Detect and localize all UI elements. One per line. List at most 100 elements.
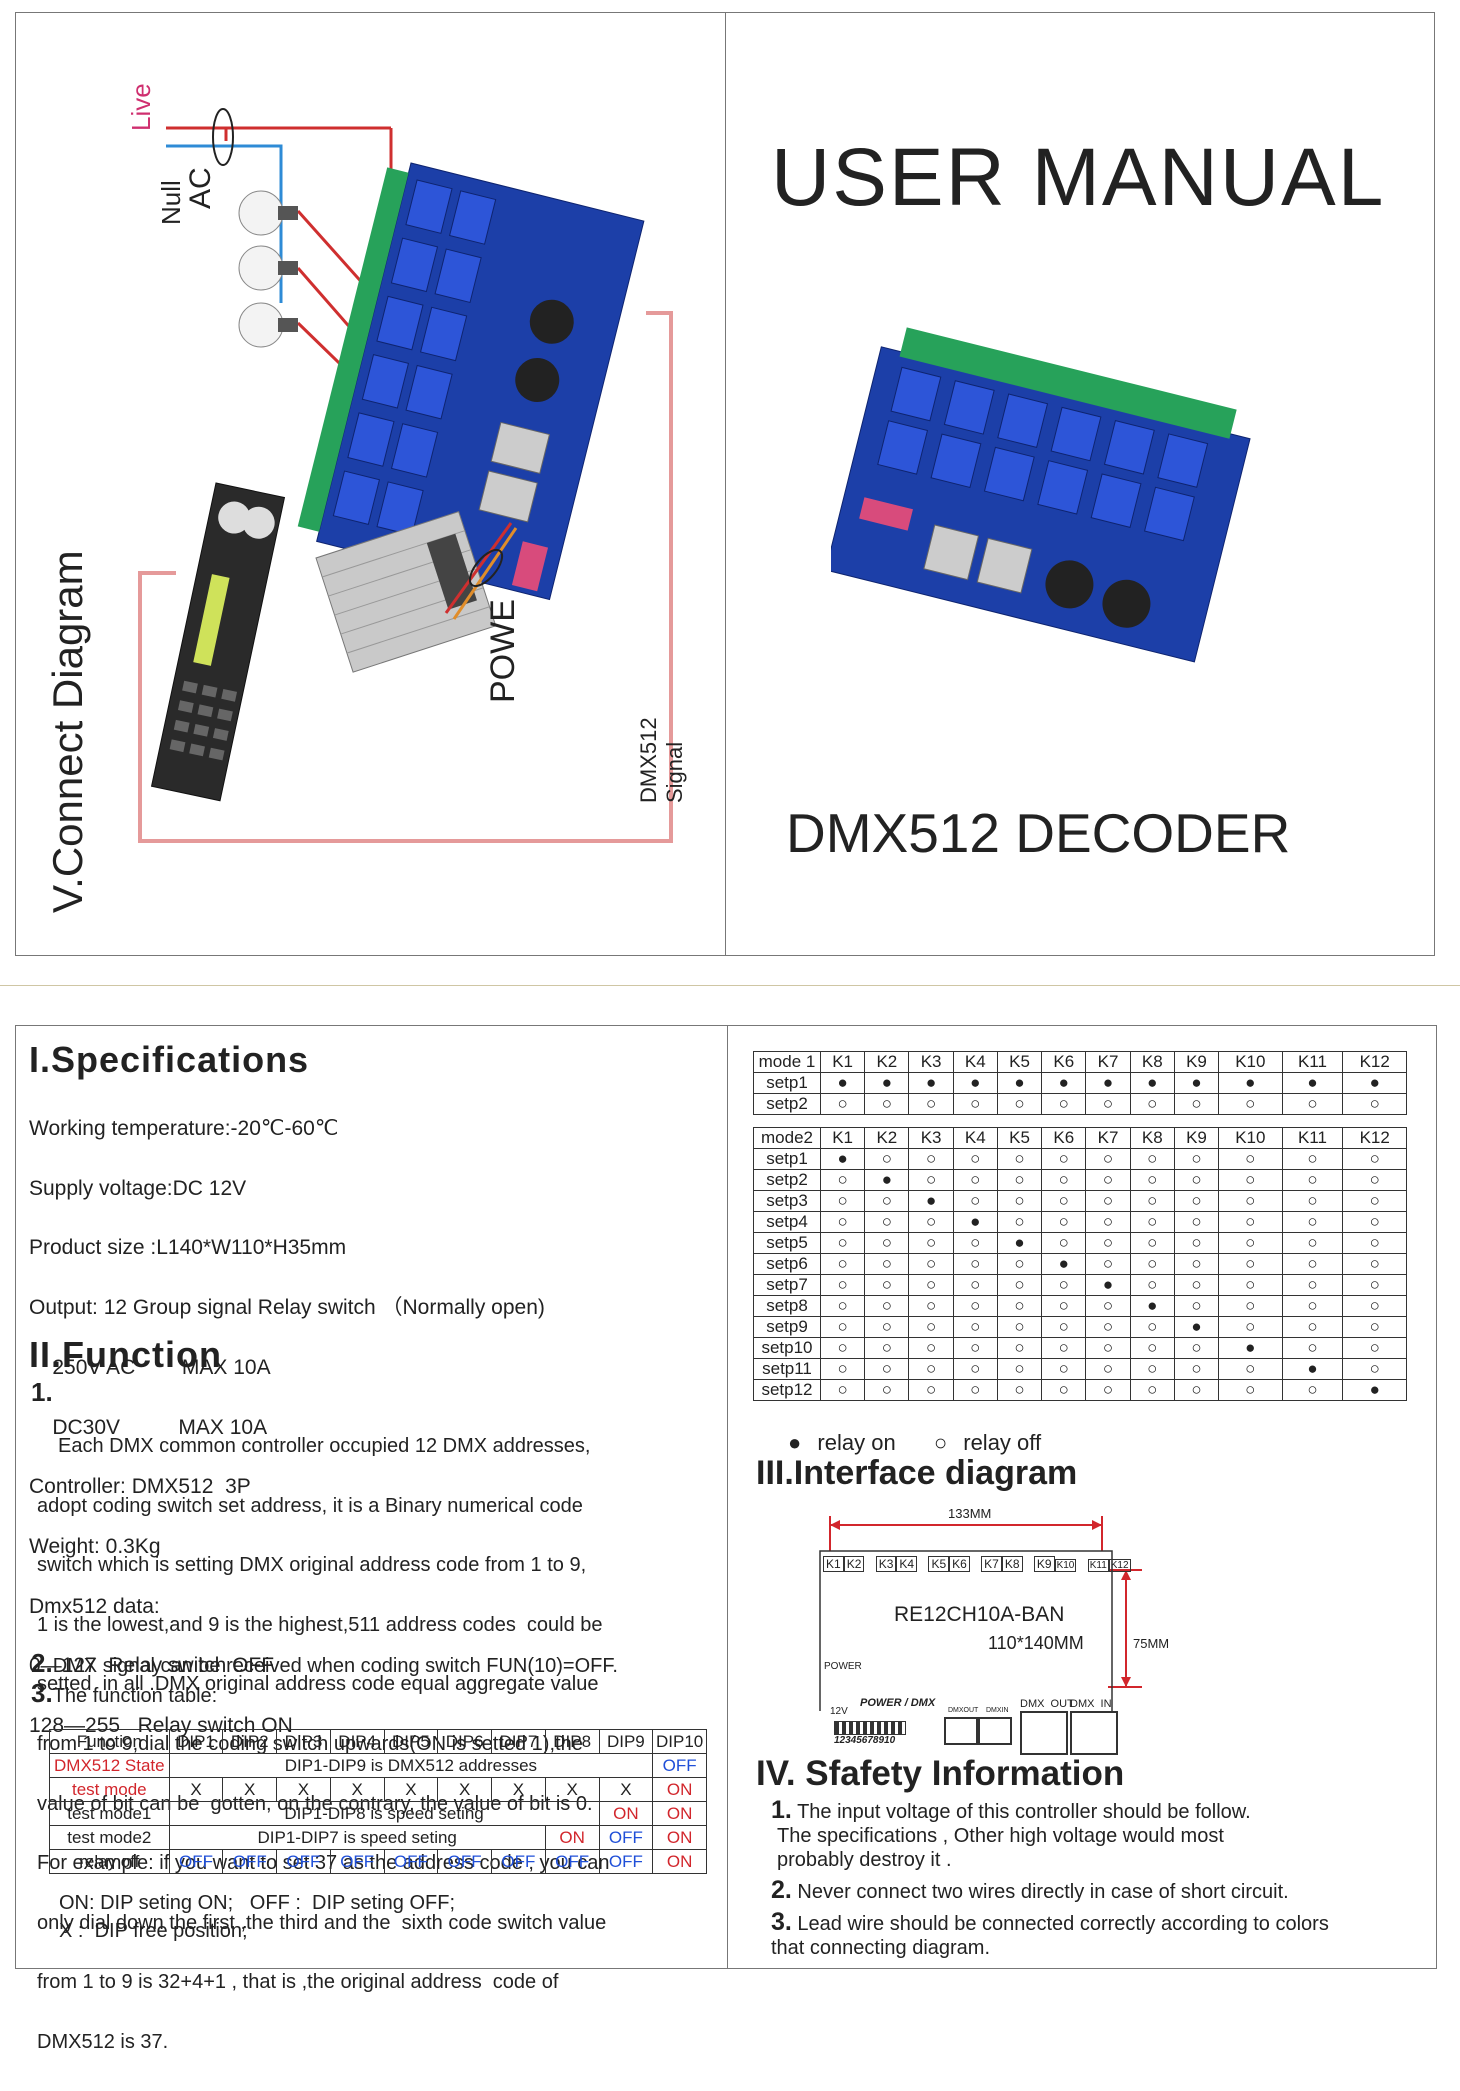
relay-state: ○ [952,1253,998,1275]
dip-cell: X [276,1777,331,1802]
table-header: K8 [1129,1127,1175,1149]
connect-diagram-heading: V.Connect Diagram [44,550,91,913]
power-supply-image [315,511,497,673]
safety-heading: IV. Sfafety Information [756,1754,1125,1793]
table-header: DIP6 [437,1729,493,1754]
relay-state: ● [1041,1253,1087,1275]
relay-state: ○ [996,1148,1043,1170]
relay-state: ○ [819,1190,866,1212]
relay-state: ○ [1041,1169,1087,1191]
table-header-row: mode 1 K1 K2 K3 K4 K5 K6 K7 K8 K9 K10 K1… [753,1051,1407,1073]
dip-cell: X [329,1777,385,1802]
safety-item: 2. Never connect two wires directly in c… [771,1878,1431,1904]
table-header: DIP10 [652,1729,707,1754]
relay-state: ○ [1173,1169,1220,1191]
relay-state: ○ [952,1337,998,1359]
relay-state: ● [908,1190,954,1212]
spec-line: 0—127 Relay switch OFF [29,1654,275,1678]
xlr-out-icon [1020,1711,1068,1755]
relay-state: ○ [864,1190,910,1212]
relay-state: ○ [1085,1253,1131,1275]
function-table-note: ON: DIP seting ON; OFF : DIP seting OFF; [59,1892,456,1914]
relay-state: ○ [1041,1295,1087,1317]
dip-numbers: 12345678910 [834,1735,896,1746]
relay-state: ○ [1173,1253,1220,1275]
relay-state: ○ [1085,1316,1131,1338]
relay-label: K10 [1054,1559,1077,1572]
relay-state: ○ [996,1169,1043,1191]
connect-diagram-panel: Live Null AC POWE DMX512 Signal V.Connec… [15,12,727,956]
table-header: K4 [952,1051,998,1073]
relay-state: ○ [864,1148,910,1170]
relay-state: ○ [1281,1295,1344,1317]
relay-state: ○ [908,1211,954,1233]
model-name: RE12CH10A-BAN [894,1603,1065,1626]
table-row: setp7○○○○○○●○○○○○ [753,1274,1407,1296]
table-header: DIP7 [491,1729,546,1754]
relay-state: ● [864,1169,910,1191]
table-row: setp8○○○○○○○●○○○○ [753,1295,1407,1317]
table-header: K4 [952,1127,998,1149]
relay-state: ○ [1342,1274,1407,1296]
relay-state: ○ [1129,1169,1175,1191]
relay-state: ○ [864,1274,910,1296]
relay-state: ○ [819,1093,866,1115]
table-header: K12 [1342,1127,1407,1149]
table-row: setp2○●○○○○○○○○○○ [753,1169,1407,1191]
dip-cell: OFF [437,1849,493,1874]
relay-state: ○ [819,1337,866,1359]
relay-state: ○ [952,1379,998,1401]
relay-state: ○ [1129,1232,1175,1254]
relay-state: ● [996,1072,1043,1094]
safety-text: Lead wire should be connected correctly … [797,1913,1329,1935]
relay-state: ● [952,1072,998,1094]
table-header: K2 [864,1051,910,1073]
relay-state: ○ [1281,1148,1344,1170]
function-line: Each DMX common controller occupied 12 D… [58,1435,591,1457]
table-header: DIP3 [276,1729,331,1754]
ac-label: AC [184,167,217,209]
relay-state: ○ [996,1253,1043,1275]
dmxin-small-label: DMXIN [986,1707,1009,1714]
relay-state: ○ [1218,1253,1283,1275]
relay-state: ○ [1085,1169,1131,1191]
item-number: 2. [31,1648,53,1678]
relay-state: ○ [908,1337,954,1359]
relay-state: ○ [864,1295,910,1317]
table-row: setp4○○○●○○○○○○○○ [753,1211,1407,1233]
relay-state: ○ [1129,1190,1175,1212]
board-size: 110*140MM [988,1633,1084,1653]
relay-state: ○ [1173,1337,1220,1359]
relay-state: ○ [1281,1232,1344,1254]
relay-state: ● [996,1232,1043,1254]
relay-state: ○ [1173,1274,1220,1296]
relay-state: ○ [1342,1337,1407,1359]
row-label: setp2 [753,1093,821,1115]
specs-heading: I.Specifications [29,1039,310,1080]
relay-state: ○ [819,1379,866,1401]
function-table-note: X : DIP free position; [59,1920,248,1942]
dip-cell: X [544,1777,600,1802]
relay-state: ○ [1342,1253,1407,1275]
spec-line: Product size :L140*W110*H35mm [29,1236,347,1260]
relay-state: ● [1281,1358,1344,1380]
row-label: setp1 [753,1148,821,1170]
dip-cell: OFF [383,1849,439,1874]
relay-state: ○ [996,1093,1043,1115]
relay-state: ○ [1129,1274,1175,1296]
table-header: K7 [1085,1127,1131,1149]
spec-line: Working temperature:-20℃-60℃ [29,1117,339,1140]
table-header: K5 [996,1127,1043,1149]
function-line: DMX512 is 37. [37,2030,169,2053]
relay-state: ○ [819,1274,866,1296]
relay-state: ○ [1342,1211,1407,1233]
dip-cell: OFF [329,1849,385,1874]
table-row: setp3○○●○○○○○○○○○ [753,1190,1407,1212]
relay-state: ○ [996,1379,1043,1401]
relay-state: ○ [1342,1148,1407,1170]
relay-state: ○ [1281,1316,1344,1338]
function-table: Function DIP1 DIP2 DIP3 DIP4 DIP5 DIP6 D… [49,1729,707,1874]
safety-text: The input voltage of this controller sho… [797,1801,1251,1823]
relay-state: ○ [864,1211,910,1233]
table-header: Function [49,1729,170,1754]
